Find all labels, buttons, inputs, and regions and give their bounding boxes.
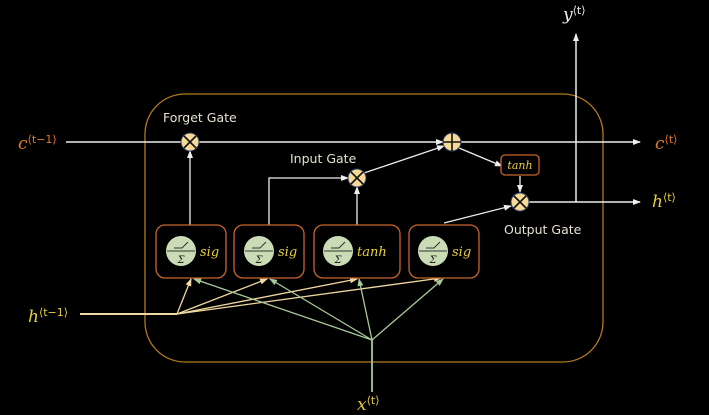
tanh-label: tanh bbox=[507, 159, 532, 172]
add-icon bbox=[442, 132, 462, 152]
x-in-label: x⟨t⟩ bbox=[357, 394, 380, 415]
input-multiply-icon bbox=[347, 168, 367, 188]
h-to-output bbox=[176, 275, 442, 315]
x-to-output bbox=[371, 278, 444, 341]
sigma-symbol: Σ bbox=[254, 255, 263, 266]
sigma-symbol: Σ bbox=[333, 255, 342, 266]
forget-gate-label: Forget Gate bbox=[163, 110, 237, 125]
output-multiply-icon bbox=[510, 192, 530, 212]
h-next-label: h⟨t⟩ bbox=[652, 191, 676, 212]
h-to-input bbox=[176, 278, 268, 315]
activation-fn-label: sig bbox=[452, 245, 471, 260]
cell-to-tanh-line bbox=[458, 147, 503, 167]
x-to-forget bbox=[193, 278, 373, 341]
h-prev-label: h⟨t−1⟩ bbox=[28, 306, 68, 327]
x-to-input bbox=[269, 278, 373, 341]
input-to-add-line bbox=[363, 145, 445, 174]
output-gate-signal-line bbox=[443, 204, 512, 224]
c-prev-label: c⟨t−1⟩ bbox=[18, 133, 57, 154]
input-gate-label: Input Gate bbox=[290, 151, 357, 166]
x-to-candidate bbox=[357, 278, 373, 341]
y-out-label: y⟨t⟩ bbox=[562, 4, 586, 25]
sigma-symbol: Σ bbox=[176, 255, 185, 266]
activation-fn-label: sig bbox=[278, 245, 297, 260]
activation-fn-label: tanh bbox=[357, 245, 387, 260]
cell-boundary bbox=[144, 93, 604, 363]
h-to-forget bbox=[176, 278, 192, 315]
input-gate-signal-line bbox=[268, 175, 349, 225]
activation-fn-label: sig bbox=[200, 245, 219, 260]
h-to-candidate bbox=[176, 277, 358, 315]
activation-unit-forget: Σ sig bbox=[155, 224, 227, 279]
activation-unit-input: Σ sig bbox=[233, 224, 305, 279]
activation-unit-candidate: Σ tanh bbox=[313, 224, 401, 279]
c-next-label: c⟨t⟩ bbox=[655, 133, 677, 154]
tanh-box: tanh bbox=[500, 154, 540, 176]
forget-multiply-icon bbox=[180, 132, 200, 152]
output-gate-label: Output Gate bbox=[504, 222, 582, 237]
sigma-symbol: Σ bbox=[428, 255, 437, 266]
activation-unit-output: Σ sig bbox=[408, 224, 480, 279]
